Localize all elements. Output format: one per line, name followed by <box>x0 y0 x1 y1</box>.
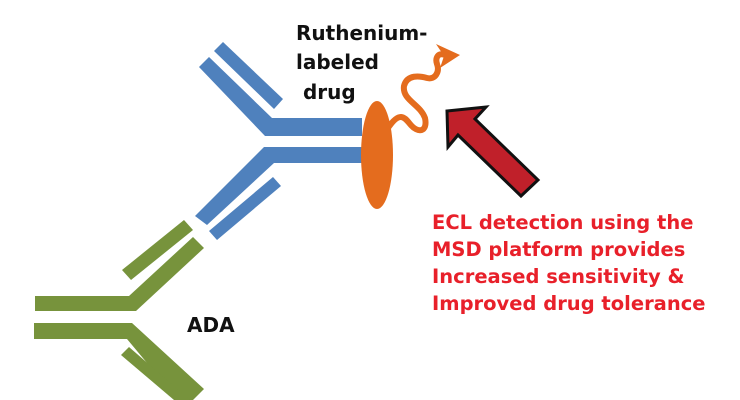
drug-label-line-2: labeled <box>296 50 379 74</box>
callout-line-3: Increased sensitivity & <box>432 265 685 288</box>
callout-line-1: ECL detection using the <box>432 211 693 234</box>
ada-label: ADA <box>187 313 235 337</box>
ecl-callout: ECL detection using the MSD platform pro… <box>432 211 706 315</box>
emission-wave <box>385 51 448 134</box>
detection-arrow <box>445 105 541 199</box>
drug-upper-heavy-chain <box>199 57 362 136</box>
drug-label-line-3: drug <box>296 80 356 104</box>
emission-arrowhead <box>436 44 460 68</box>
drug-lower-heavy-chain <box>195 147 362 225</box>
ecl-emission <box>385 44 460 134</box>
ada-lower-light-chain <box>121 347 190 400</box>
drug-lower-light-chain <box>209 177 281 240</box>
drug-label-line-1: Ruthenium- <box>296 21 427 45</box>
ada-lower-heavy-chain <box>34 323 204 400</box>
ada-upper-heavy-chain <box>35 237 204 311</box>
ada-antibody <box>34 220 204 400</box>
drug-antibody <box>195 42 362 240</box>
callout-line-2: MSD platform provides <box>432 238 685 261</box>
ruthenium-label <box>361 101 393 209</box>
ada-upper-light-chain <box>122 220 193 280</box>
drug-upper-light-chain <box>214 42 283 109</box>
callout-line-4: Improved drug tolerance <box>432 292 706 315</box>
drug-label: Ruthenium- labeled drug <box>296 21 427 104</box>
